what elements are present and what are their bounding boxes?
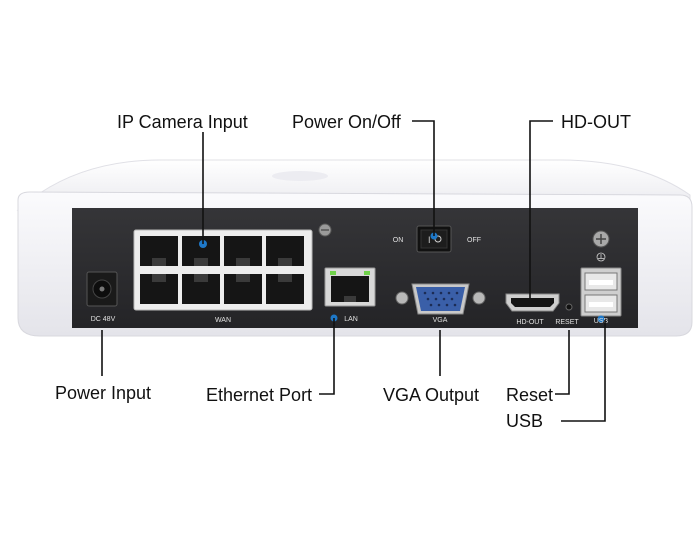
- lan-label: LAN: [344, 316, 358, 323]
- lan-port: [324, 267, 376, 307]
- hdout-label: HD-OUT: [516, 319, 544, 326]
- callout-ethernet-port: Ethernet Port: [206, 385, 313, 405]
- callout-reset: Reset: [506, 385, 554, 405]
- reset-label: RESET: [555, 319, 579, 326]
- callout-power-onoff: Power On/Off: [292, 112, 401, 132]
- callout-hd-out: HD-OUT: [561, 112, 631, 132]
- leader-reset: [555, 330, 570, 395]
- on-label: ON: [393, 237, 404, 244]
- leader-lines: [101, 120, 606, 422]
- callout-ip-camera-input: IP Camera Input: [117, 112, 248, 132]
- usb-ports: [580, 267, 622, 317]
- reset-pinhole: [565, 303, 573, 311]
- ethernet-led-icon: [330, 271, 336, 275]
- leader-usb: [561, 320, 606, 422]
- dc-power-jack: [86, 271, 118, 307]
- hdmi-port: [505, 293, 560, 312]
- callout-vga-output: VGA Output: [383, 385, 480, 405]
- wan-port-block: [133, 229, 313, 311]
- callout-power-input: Power Input: [55, 383, 152, 403]
- wan-label: WAN: [215, 317, 231, 324]
- vga-port: [395, 283, 486, 315]
- svg-text:I: I: [428, 235, 431, 245]
- vga-label: VGA: [433, 317, 448, 324]
- usb-pointer-dot: [597, 315, 605, 323]
- off-label: OFF: [467, 237, 481, 244]
- usb-label: USB: [594, 318, 609, 325]
- leader-hdout: [529, 120, 553, 298]
- leader-power-switch: [412, 120, 435, 236]
- leader-ethernet: [319, 318, 335, 395]
- callout-usb: USB: [506, 411, 544, 431]
- ground-screw-icon: [592, 230, 610, 262]
- dc-label: DC 48V: [91, 316, 116, 323]
